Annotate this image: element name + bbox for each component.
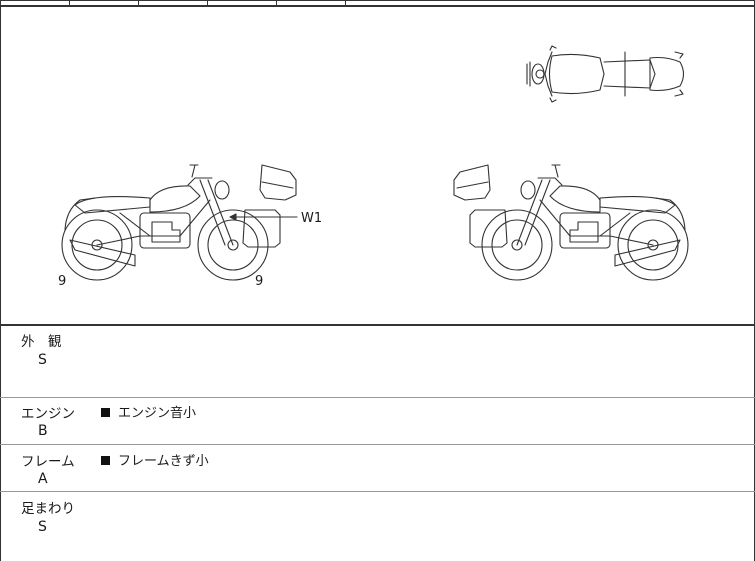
rear-left-damage-mark: 9: [255, 274, 264, 289]
frame-grade: A: [38, 471, 48, 487]
frame-note: フレームきず小: [101, 450, 209, 469]
frame-title: フレーム: [21, 454, 75, 470]
exterior-grade: S: [38, 352, 47, 368]
engine-note: エンジン音小: [101, 402, 196, 421]
suspension-grade: S: [38, 519, 47, 535]
exterior-title: 外 観: [21, 334, 62, 350]
motorcycle-top-view: [526, 45, 685, 103]
engine-grade: B: [38, 423, 48, 439]
engine-title: エンジン: [21, 406, 75, 422]
saddlebag-damage-mark: W1: [301, 211, 323, 226]
bullet-square-icon: [101, 456, 110, 465]
bullet-square-icon: [101, 408, 110, 417]
suspension-title: 足まわり: [21, 501, 75, 517]
front-left-damage-mark: 9: [58, 274, 67, 289]
motorcycle-left-side-view: [61, 164, 298, 281]
condition-diagram: 9 9 W1: [58, 45, 689, 289]
motorcycle-right-side-view: [453, 164, 689, 281]
